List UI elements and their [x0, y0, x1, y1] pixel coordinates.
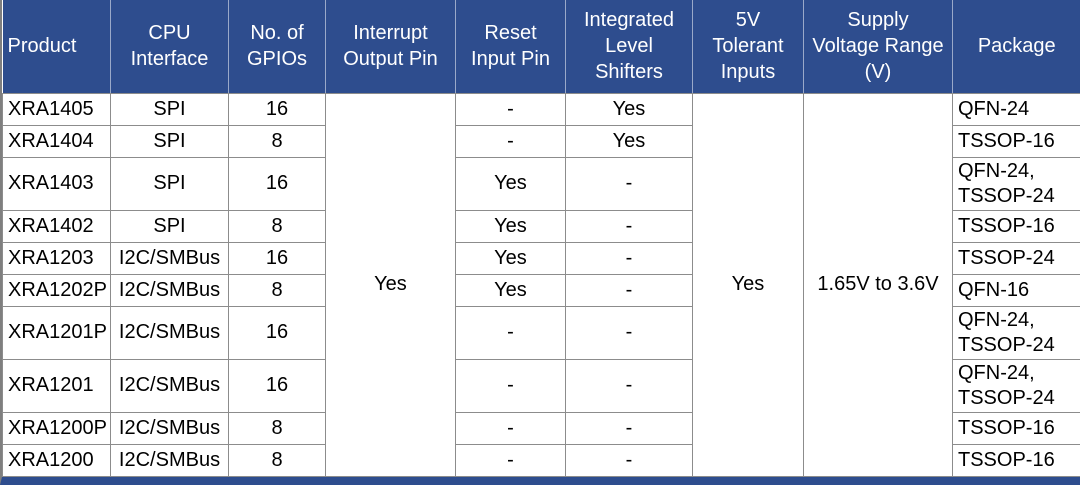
product-cell: XRA1404 — [2, 124, 111, 158]
product-cell: XRA1200 — [2, 443, 111, 477]
col-header-supply: Supply Voltage Range (V) — [803, 0, 953, 94]
shifters-cell: - — [565, 273, 693, 307]
gpios-cell: 8 — [228, 124, 326, 158]
table-row: XRA1404 SPI 8 - Yes TSSOP-16 — [2, 124, 1080, 158]
product-cell: XRA1405 — [2, 92, 111, 126]
gpios-cell: 16 — [228, 156, 326, 211]
package-cell: QFN-24, TSSOP-24 — [952, 156, 1080, 211]
cpu-cell: I2C/SMBus — [110, 358, 229, 413]
reset-cell: Yes — [455, 156, 566, 211]
reset-cell: - — [455, 305, 566, 360]
cpu-cell: I2C/SMBus — [110, 443, 229, 477]
reset-cell: Yes — [455, 273, 566, 307]
cpu-cell: I2C/SMBus — [110, 241, 229, 275]
gpios-cell: 8 — [228, 411, 326, 445]
product-cell: XRA1202P — [2, 273, 111, 307]
table-row: XRA1203 I2C/SMBus 16 Yes - TSSOP-24 — [2, 241, 1080, 275]
gpios-cell: 16 — [228, 241, 326, 275]
supply-merged-cell: 1.65V to 3.6V — [803, 92, 953, 477]
table-row: XRA1405 SPI 16 Yes - Yes Yes 1.65V to 3.… — [2, 92, 1080, 477]
shifters-cell: Yes — [565, 124, 693, 158]
package-cell: QFN-24 — [952, 92, 1080, 126]
reset-cell: - — [455, 358, 566, 413]
shifters-cell: Yes — [565, 92, 693, 126]
gpios-cell: 16 — [228, 92, 326, 126]
shifters-cell: - — [565, 305, 693, 360]
package-cell: TSSOP-16 — [952, 443, 1080, 477]
table-row: XRA1200 I2C/SMBus 8 - - TSSOP-16 — [2, 443, 1080, 477]
product-cell: XRA1200P — [2, 411, 111, 445]
product-cell: XRA1201P — [2, 305, 111, 360]
shifters-cell: - — [565, 358, 693, 413]
gpios-cell: 16 — [228, 305, 326, 360]
package-cell: TSSOP-16 — [952, 124, 1080, 158]
product-selector-table: Product CPU Interface No. of GPIOs Inter… — [2, 0, 1080, 477]
tolerant-merged-cell: Yes — [692, 92, 804, 477]
col-header-interrupt: Interrupt Output Pin — [325, 0, 456, 94]
col-header-shifters: Integrated Level Shifters — [565, 0, 693, 94]
reset-cell: - — [455, 124, 566, 158]
table-row: XRA1200P I2C/SMBus 8 - - TSSOP-16 — [2, 411, 1080, 445]
shifters-cell: - — [565, 209, 693, 243]
package-cell: QFN-24, TSSOP-24 — [952, 358, 1080, 413]
header-row: Product CPU Interface No. of GPIOs Inter… — [2, 0, 1080, 94]
package-cell: TSSOP-16 — [952, 411, 1080, 445]
col-header-cpu-interface: CPU Interface — [110, 0, 229, 94]
reset-cell: - — [455, 92, 566, 126]
cpu-cell: I2C/SMBus — [110, 305, 229, 360]
col-header-gpios: No. of GPIOs — [228, 0, 326, 94]
gpios-cell: 16 — [228, 358, 326, 413]
table-row: XRA1202P I2C/SMBus 8 Yes - QFN-16 — [2, 273, 1080, 307]
col-header-package: Package — [952, 0, 1080, 94]
gpios-cell: 8 — [228, 443, 326, 477]
cpu-cell: SPI — [110, 156, 229, 211]
cpu-cell: I2C/SMBus — [110, 411, 229, 445]
package-cell: TSSOP-24 — [952, 241, 1080, 275]
col-header-product: Product — [2, 0, 111, 94]
shifters-cell: - — [565, 156, 693, 211]
package-cell: TSSOP-16 — [952, 209, 1080, 243]
table-row: XRA1201P I2C/SMBus 16 - - QFN-24, TSSOP-… — [2, 305, 1080, 360]
reset-cell: Yes — [455, 241, 566, 275]
reset-cell: - — [455, 411, 566, 445]
product-cell: XRA1403 — [2, 156, 111, 211]
shifters-cell: - — [565, 443, 693, 477]
col-header-reset: Reset Input Pin — [455, 0, 566, 94]
reset-cell: Yes — [455, 209, 566, 243]
reset-cell: - — [455, 443, 566, 477]
table-header: Product CPU Interface No. of GPIOs Inter… — [2, 0, 1080, 94]
product-cell: XRA1203 — [2, 241, 111, 275]
col-header-tolerant: 5V Tolerant Inputs — [692, 0, 804, 94]
gpios-cell: 8 — [228, 273, 326, 307]
table-row: XRA1403 SPI 16 Yes - QFN-24, TSSOP-24 — [2, 156, 1080, 211]
package-cell: QFN-16 — [952, 273, 1080, 307]
table-body: XRA1405 SPI 16 Yes - Yes Yes 1.65V to 3.… — [2, 92, 1080, 477]
shifters-cell: - — [565, 411, 693, 445]
product-cell: XRA1402 — [2, 209, 111, 243]
shifters-cell: - — [565, 241, 693, 275]
cpu-cell: I2C/SMBus — [110, 273, 229, 307]
cpu-cell: SPI — [110, 92, 229, 126]
package-cell: QFN-24, TSSOP-24 — [952, 305, 1080, 360]
interrupt-merged-cell: Yes — [325, 92, 456, 477]
product-cell: XRA1201 — [2, 358, 111, 413]
cpu-cell: SPI — [110, 124, 229, 158]
table-row: XRA1402 SPI 8 Yes - TSSOP-16 — [2, 209, 1080, 243]
gpios-cell: 8 — [228, 209, 326, 243]
cpu-cell: SPI — [110, 209, 229, 243]
